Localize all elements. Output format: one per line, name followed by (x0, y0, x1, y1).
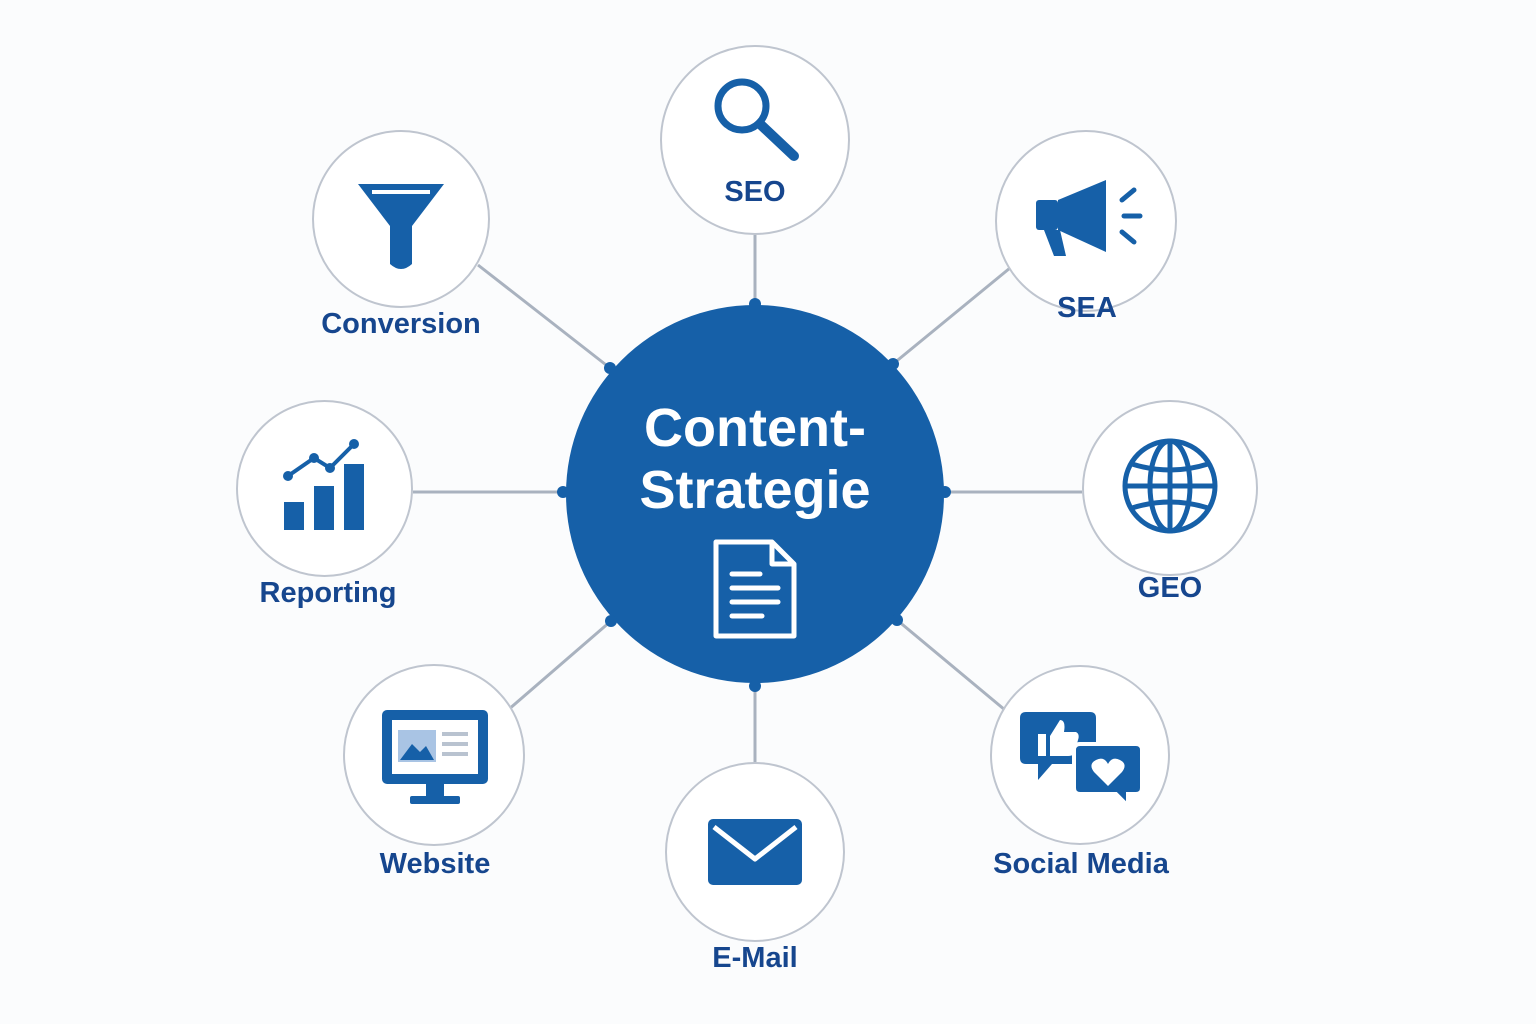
social-chat-icon (1020, 712, 1144, 808)
connector-dot (557, 486, 569, 498)
connector-dot (939, 486, 951, 498)
connector-conversion (477, 263, 611, 370)
funnel-icon (358, 184, 444, 269)
monitor-icon (382, 710, 488, 804)
center-hub (566, 305, 944, 683)
node-label-geo: GEO (1137, 572, 1203, 604)
connector-dot (749, 680, 761, 692)
center-title-line2: Strategie (639, 460, 871, 520)
envelope-icon (708, 819, 802, 885)
node-label-social-media: Social Media (993, 848, 1169, 880)
node-label-website: Website (379, 848, 491, 880)
connector-dot (605, 615, 617, 627)
bar-chart-icon (283, 439, 364, 530)
connector-dot (891, 614, 903, 626)
center-title-line1: Content- (644, 398, 866, 458)
node-label-seo: SEO (724, 176, 786, 208)
node-label-sea: SEA (1057, 292, 1117, 324)
connector-dot (749, 298, 761, 310)
megaphone-icon (1036, 180, 1143, 256)
node-label-email: E-Mail (712, 942, 798, 974)
globe-icon (1122, 438, 1218, 534)
connector-website (507, 619, 612, 712)
node-label-reporting: Reporting (259, 577, 397, 609)
node-seo (660, 45, 850, 235)
connector-dot (604, 362, 616, 374)
node-sea (995, 130, 1177, 312)
connector-social-media (896, 618, 1006, 712)
search-icon (714, 78, 799, 161)
node-label-conversion: Conversion (321, 308, 481, 340)
connector-sea (892, 266, 1011, 366)
connector-dot (887, 358, 899, 370)
document-icon (713, 539, 797, 639)
